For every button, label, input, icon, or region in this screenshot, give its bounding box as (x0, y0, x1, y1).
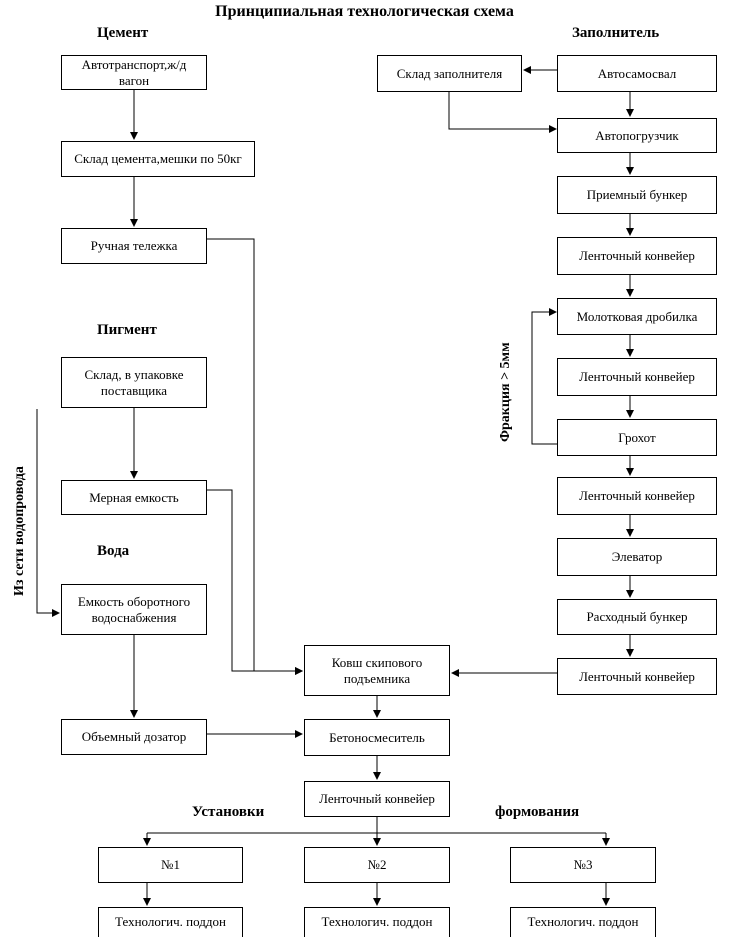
box-unit-1: №1 (98, 847, 243, 883)
box-transport: Автотранспорт,ж/д вагон (61, 55, 207, 90)
box-aggregate-store: Склад заполнителя (377, 55, 522, 92)
box-belt-conveyor-2: Ленточный конвейер (557, 358, 717, 396)
box-receiving-bunker: Приемный бункер (557, 176, 717, 214)
heading-cement: Цемент (97, 25, 149, 41)
box-elevator: Элеватор (557, 538, 717, 576)
box-pigment-store: Склад, в упаковке поставщика (61, 357, 207, 408)
box-water-tank: Емкость оборотного водоснабжения (61, 584, 207, 635)
box-dump-truck: Автосамосвал (557, 55, 717, 92)
box-measure-tank: Мерная емкость (61, 480, 207, 515)
box-skip-bucket: Ковш скипового подъемника (304, 645, 450, 696)
label-fraction: Фракция > 5мм (498, 342, 513, 442)
arrow-measure-to-skip (207, 489, 303, 675)
box-hammer-crusher: Молотковая дробилка (557, 298, 717, 335)
box-belt-conveyor-3: Ленточный конвейер (557, 477, 717, 515)
arrow-cart-to-skip (207, 238, 303, 675)
box-screen: Грохот (557, 419, 717, 456)
box-belt-conveyor-1: Ленточный конвейер (557, 237, 717, 275)
heading-forming: формования (495, 804, 580, 820)
box-cement-store: Склад цемента,мешки по 50кг (61, 141, 255, 177)
box-hand-cart: Ручная тележка (61, 228, 207, 264)
box-belt-conveyor-4: Ленточный конвейер (557, 658, 717, 695)
heading-water: Вода (97, 543, 130, 559)
label-water-supply: Из сети водопровода (12, 466, 27, 596)
box-unit-3: №3 (510, 847, 656, 883)
box-unit-2: №2 (304, 847, 450, 883)
arrow-screen-return-to-crusher (531, 308, 557, 445)
box-pallet-1: Технологич. поддон (98, 907, 243, 937)
box-belt-conveyor-5: Ленточный конвейер (304, 781, 450, 817)
heading-aggregate: Заполнитель (572, 25, 660, 41)
box-pallet-3: Технологич. поддон (510, 907, 656, 937)
heading-installations: Установки (192, 804, 265, 820)
arrow-water-supply-to-tank (36, 409, 60, 617)
box-pallet-2: Технологич. поддон (304, 907, 450, 937)
heading-pigment: Пигмент (97, 322, 157, 338)
diagram-title: Принципиальная технологическая схема (215, 3, 514, 20)
box-loader: Автопогрузчик (557, 118, 717, 153)
box-volume-dispenser: Объемный дозатор (61, 719, 207, 755)
box-supply-bunker: Расходный бункер (557, 599, 717, 635)
box-concrete-mixer: Бетоносмеситель (304, 719, 450, 756)
arrow-aggregate-store-to-loader (448, 92, 557, 133)
